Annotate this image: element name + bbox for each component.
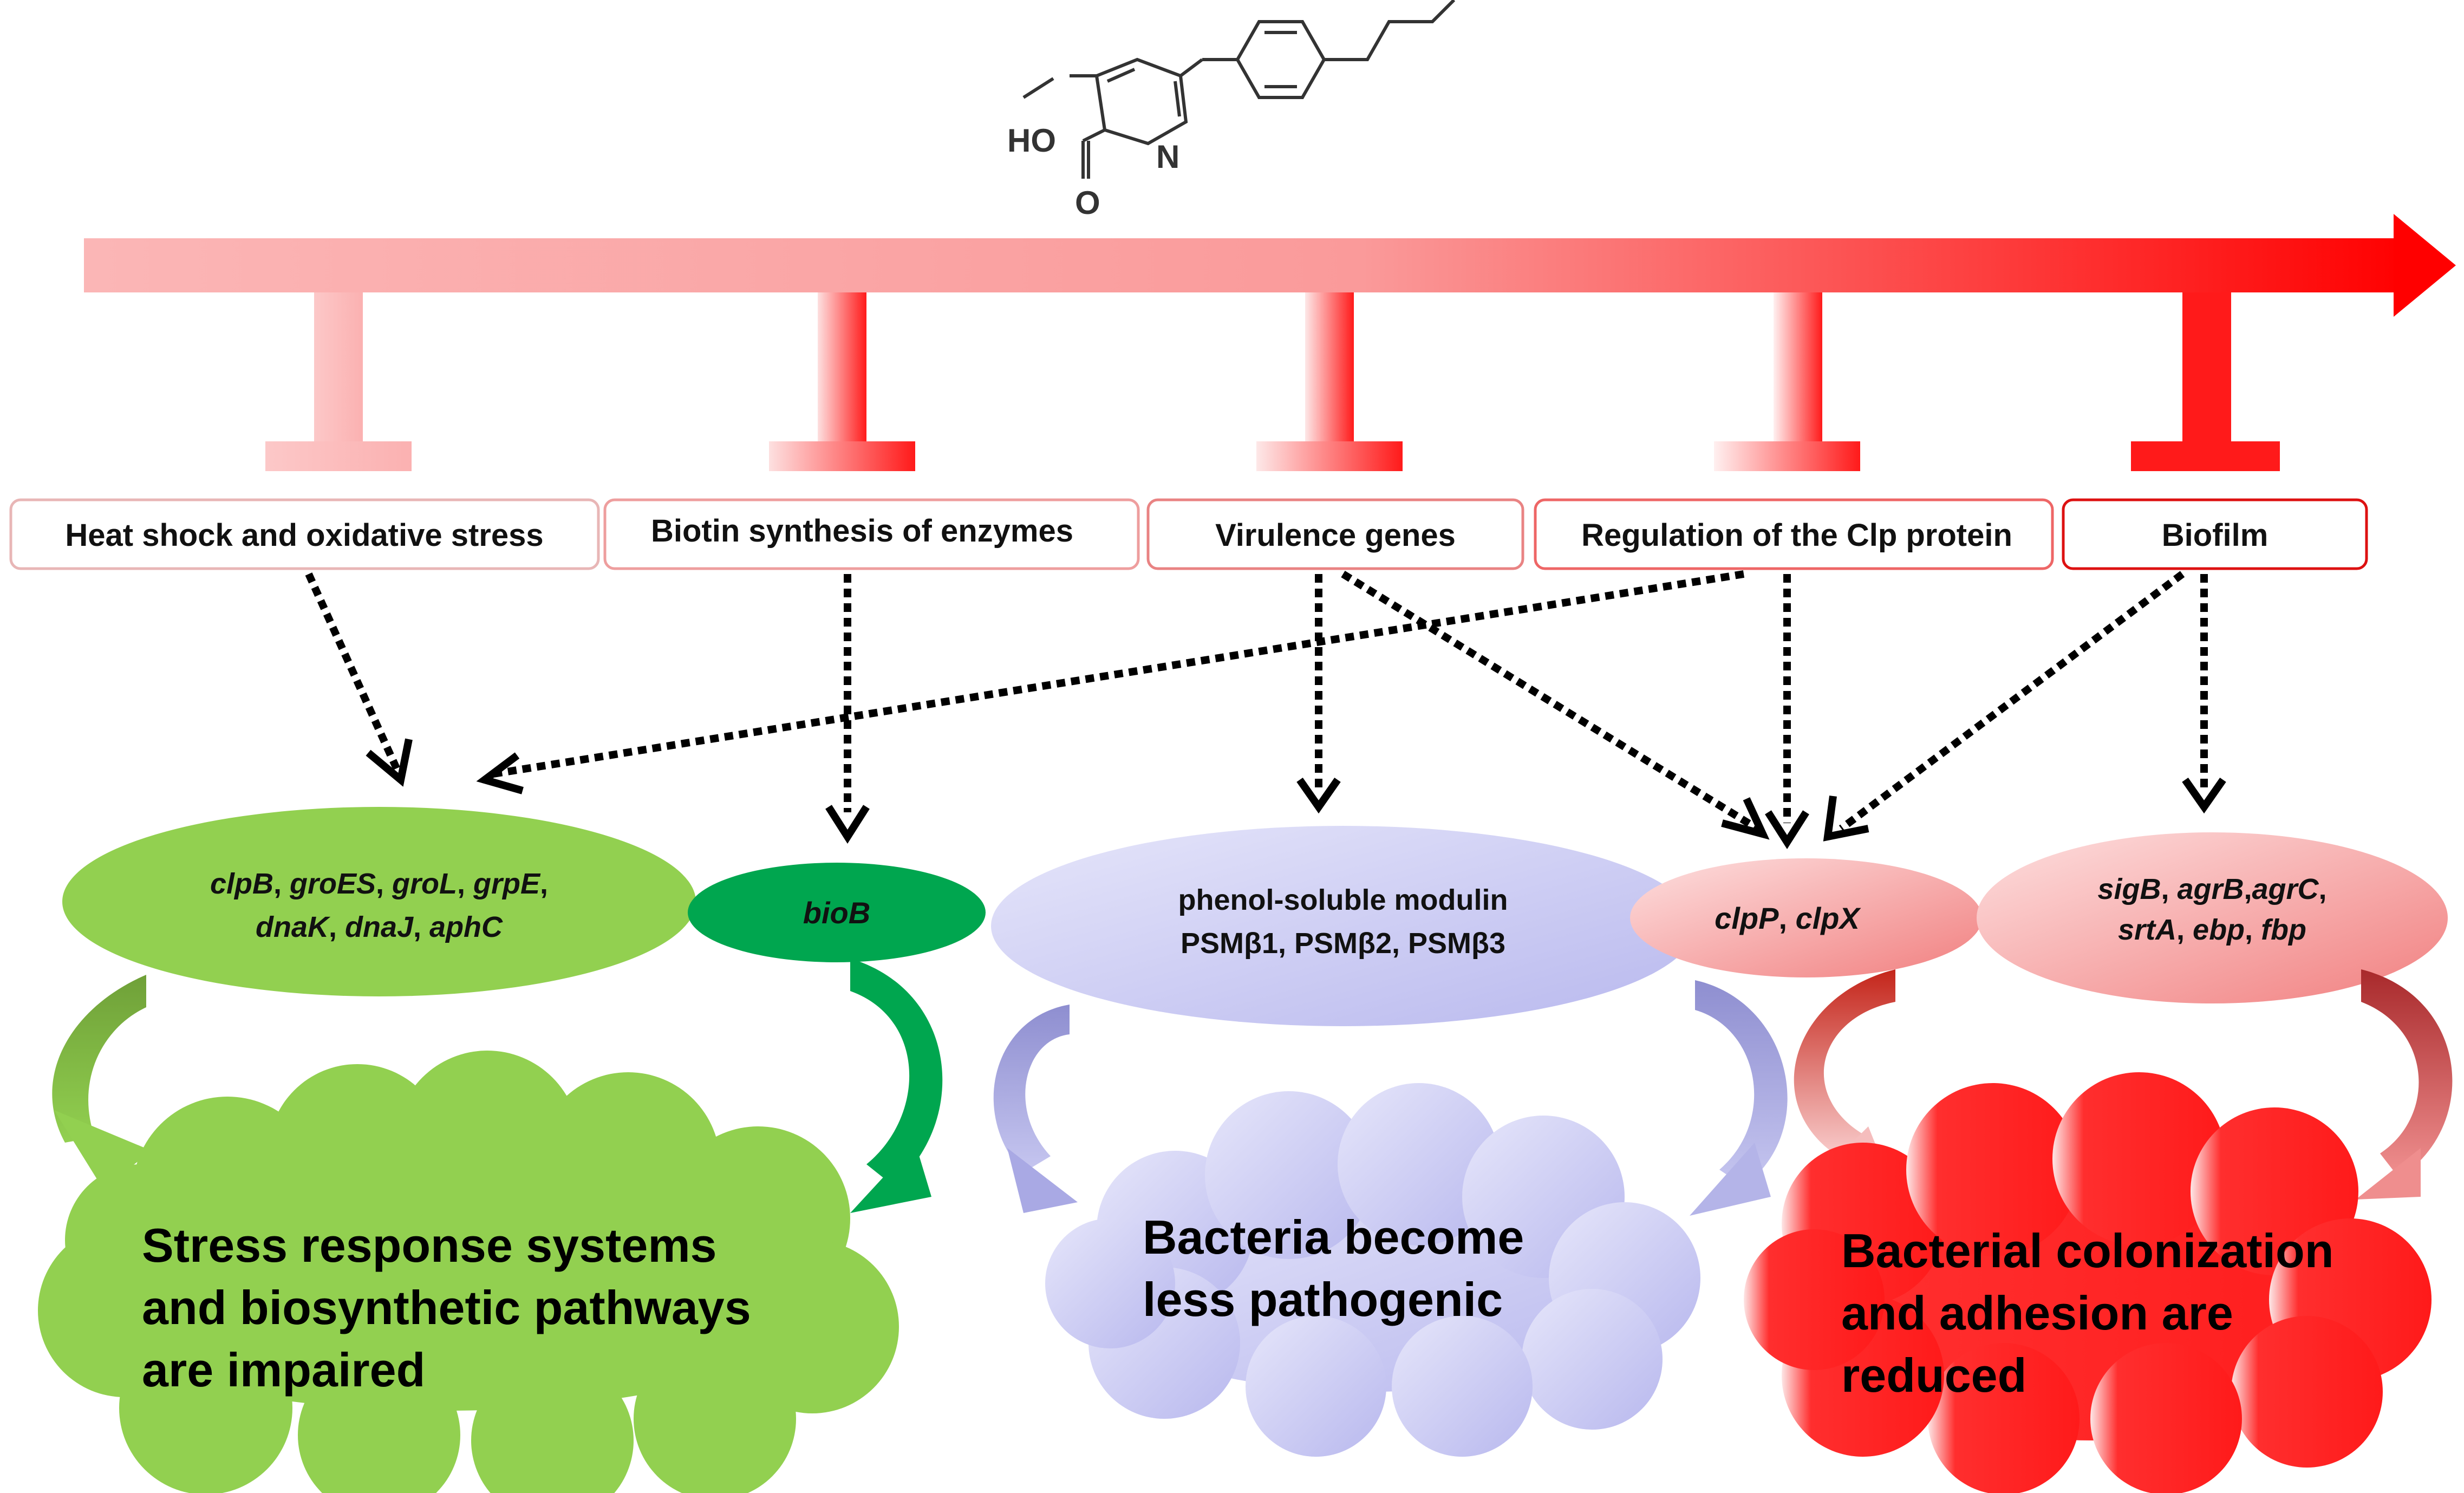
gene-text-biofilm-line2: srtA, ebp, fbp <box>2118 914 2306 946</box>
gene-stress-l1-run-3: , <box>376 868 392 900</box>
molecule-ho-label: HO <box>1007 122 1056 159</box>
gene-ellipse-clp: clpP, clpX <box>1630 858 1982 977</box>
gene-biotin-l1-run-0: bioB <box>803 896 870 930</box>
gene-clp-l1-run-1: , <box>1778 901 1795 935</box>
gene-text-virulence-line2: PSMβ1, PSMβ2, PSMβ3 <box>1181 927 1505 960</box>
molecule-n-label: N <box>1156 139 1179 175</box>
gene-stress-l2-run-3: , <box>413 911 429 943</box>
curved-arrow-green-left <box>52 975 152 1189</box>
outcome-pathogen-line2: less pathogenic <box>1143 1273 1503 1326</box>
inhibition-bar-4 <box>1714 292 1860 471</box>
gene-stress-l1-run-1: , <box>273 868 290 900</box>
gene-ellipse-biofilm: sigB, agrB,agrC, srtA, ebp, fbp <box>1977 832 2448 1003</box>
gene-text-stress-line1: clpB, groES, groL, grpE, <box>210 868 548 900</box>
dotted-arrow-virulence-to-clp <box>1341 571 1759 832</box>
gene-biofilm-l2-run-2: ebp <box>2193 914 2245 946</box>
gene-biofilm-l2-run-1: , <box>2176 914 2193 946</box>
gene-stress-l2-run-0: dnaK <box>256 911 331 943</box>
gene-clp-l1-run-0: clpP <box>1715 901 1779 935</box>
outcome-cloud-stress: Stress response systems and biosynthetic… <box>38 1051 899 1493</box>
gene-stress-l1-run-4: groL <box>392 868 457 900</box>
dotted-arrow-biofilm-to-clpp <box>1839 571 2185 832</box>
molecule-o-label: O <box>1075 185 1100 221</box>
gene-stress-l1-run-2: groES <box>289 868 376 900</box>
inhibition-bar-1 <box>265 292 412 471</box>
gene-ellipse-biotin: bioB <box>688 863 986 962</box>
outcome-colonization-line1: Bacterial colonization <box>1841 1224 2334 1277</box>
gene-biofilm-l1-run-1: , <box>2161 873 2177 905</box>
outcome-stress-line2: and biosynthetic pathways <box>142 1281 751 1334</box>
gene-biofilm-l2-run-4: fbp <box>2261 914 2306 946</box>
gene-stress-l2-run-1: , <box>329 911 345 943</box>
gene-biofilm-l2-run-0: srtA <box>2118 914 2176 946</box>
gene-ellipse-stress: clpB, groES, groL, grpE, dnaK, dnaJ, aph… <box>62 807 696 996</box>
category-box-biofilm: Biofilm <box>2062 498 2368 570</box>
outcome-stress-line1: Stress response systems <box>142 1218 717 1272</box>
curved-arrow-green-right <box>850 959 943 1213</box>
inhibition-bar-3 <box>1256 292 1403 471</box>
gene-stress-l1-run-6: grpE <box>473 868 541 900</box>
category-label-heat-shock: Heat shock and oxidative stress <box>65 518 543 553</box>
gene-stress-l2-run-4: aphC <box>429 911 503 943</box>
category-label-clp: Regulation of the Clp protein <box>1581 518 2012 553</box>
gene-text-stress-line2: dnaK, dnaJ, aphC <box>256 911 503 943</box>
category-box-virulence: Virulence genes <box>1146 498 1524 570</box>
inhibition-bar-5 <box>2131 292 2280 471</box>
gene-biofilm-l1-run-3: , <box>2244 873 2252 905</box>
gene-text-biofilm-line1: sigB, agrB,agrC, <box>2097 873 2326 905</box>
dotted-arrows <box>305 570 2208 832</box>
gene-stress-l2-run-2: dnaJ <box>345 911 414 943</box>
curved-arrow-red-right <box>2356 969 2453 1199</box>
gene-clp-l1-run-2: clpX <box>1796 901 1862 935</box>
gene-text-biotin-line1: bioB <box>803 896 870 930</box>
gene-stress-l1-run-7: , <box>540 868 548 900</box>
outcome-cloud-pathogen: Bacteria become less pathogenic <box>1045 1083 1700 1457</box>
gene-stress-l1-run-5: , <box>457 868 473 900</box>
molecule-structure <box>1022 0 1456 179</box>
outcome-pathogen-line1: Bacteria become <box>1143 1210 1524 1264</box>
outcome-stress-line3: are impaired <box>142 1343 425 1397</box>
gene-biofilm-l1-run-5: , <box>2319 873 2327 905</box>
category-box-clp: Regulation of the Clp protein <box>1534 498 2054 570</box>
gene-biofilm-l1-run-0: sigB <box>2097 873 2161 905</box>
dotted-arrow-clp-to-stress <box>489 570 1745 778</box>
gene-text-virulence-line1: phenol-soluble modulin <box>1178 884 1508 916</box>
category-label-biofilm: Biofilm <box>2162 518 2269 553</box>
inhibition-bar-2 <box>769 292 915 471</box>
gene-stress-l1-run-0: clpB <box>210 868 273 900</box>
category-box-biotin: Biotin synthesis of enzymes <box>603 498 1140 570</box>
gene-biofilm-l1-run-2: agrB <box>2177 873 2244 905</box>
category-label-biotin: Biotin synthesis of enzymes <box>651 513 1073 549</box>
outcome-colonization-line2: and adhesion are <box>1841 1286 2233 1340</box>
main-arrow <box>84 214 2456 317</box>
category-box-heat-shock: Heat shock and oxidative stress <box>9 498 600 570</box>
outcome-cloud-colonization: Bacterial colonization and adhesion are … <box>1744 1072 2432 1493</box>
curved-arrow-lavender-left <box>993 1005 1078 1213</box>
dotted-arrowheads <box>366 738 2226 850</box>
gene-biofilm-l2-run-3: , <box>2245 914 2261 946</box>
category-label-virulence: Virulence genes <box>1215 518 1456 553</box>
gene-text-clp-line1: clpP, clpX <box>1715 901 1861 935</box>
dotted-arrow-heat-to-stress <box>305 572 402 773</box>
gene-ellipse-virulence: phenol-soluble modulin PSMβ1, PSMβ2, PSM… <box>991 826 1695 1026</box>
gene-biofilm-l1-run-4: agrC <box>2252 873 2319 905</box>
outcome-colonization-line3: reduced <box>1841 1348 2026 1402</box>
curved-arrow-lavender-right <box>1690 980 1788 1216</box>
